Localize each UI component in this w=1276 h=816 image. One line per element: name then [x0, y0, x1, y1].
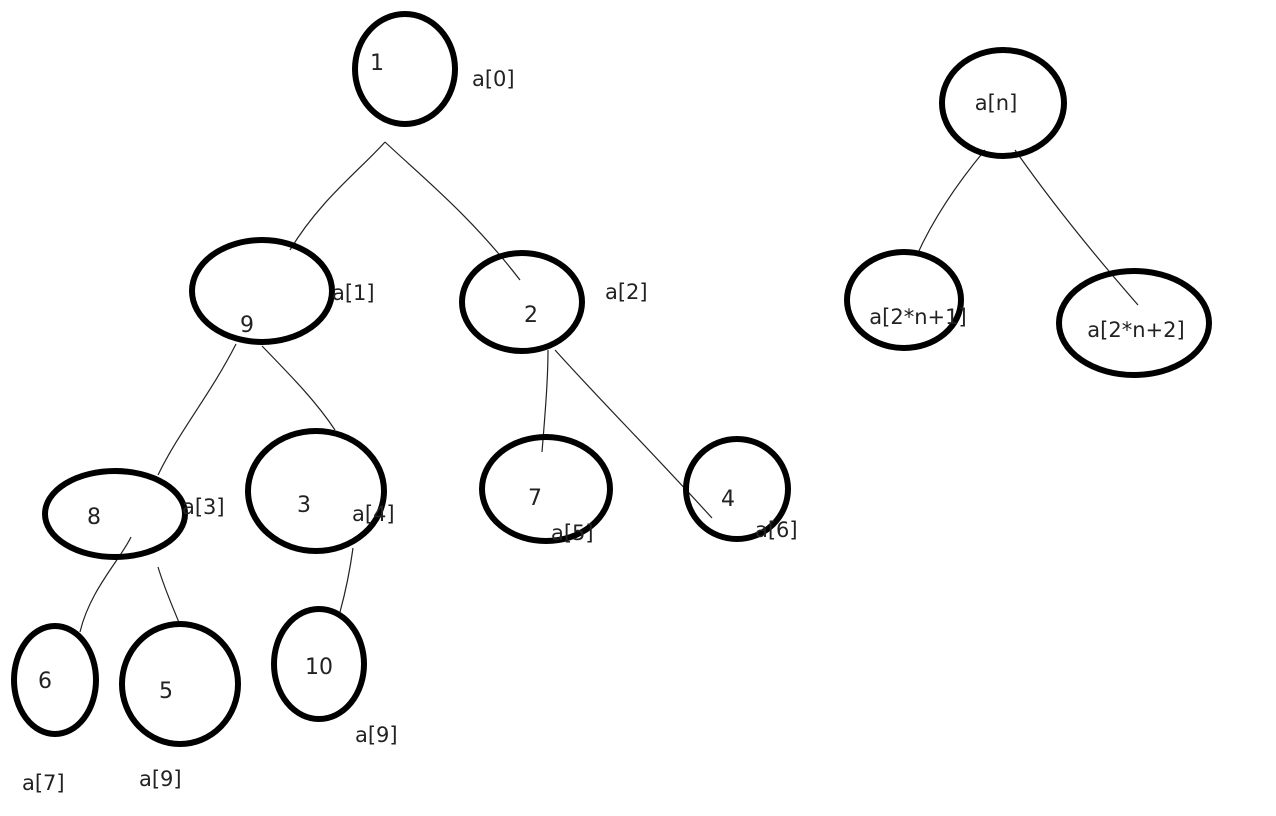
node-index-label: a[9] [139, 767, 182, 791]
node-value: 1 [370, 51, 384, 76]
node-value: 7 [528, 486, 542, 511]
node-circle [939, 47, 1067, 159]
legend-parent-label: a[n] [975, 91, 1018, 115]
tree-node: 2 a[2] [459, 250, 648, 354]
tree-node: 10 a[9] [271, 606, 398, 747]
node-index-label: a[4] [352, 502, 395, 526]
tree-node: 4 a[6] [683, 436, 798, 542]
legend-right-child-node: a[2*n+2] [1056, 268, 1212, 378]
edge-n1-n4 [261, 345, 336, 431]
edge-n4-n9 [339, 547, 354, 613]
node-value: 8 [87, 505, 101, 530]
node-index-label: a[7] [22, 771, 65, 795]
tree-node: 1 a[0] [352, 11, 515, 127]
node-index-label: a[1] [332, 281, 375, 305]
node-circle [245, 428, 387, 554]
tree-node: 9 a[1] [189, 237, 375, 345]
legend-edges [916, 149, 1139, 306]
node-circle [352, 11, 458, 127]
node-circle [11, 623, 99, 737]
edge-n3-n7 [79, 536, 132, 633]
legend-edge-right [1014, 149, 1139, 306]
node-index-label: a[6] [755, 518, 798, 542]
node-index-label: a[0] [472, 67, 515, 91]
edge-n3-n8 [157, 566, 181, 626]
node-circle [1056, 268, 1212, 378]
legend-right-child-label: a[2*n+2] [1087, 318, 1184, 342]
tree-node: 5 a[9] [119, 621, 241, 791]
edge-n1-n3 [157, 343, 237, 476]
legend-parent-node: a[n] [939, 47, 1067, 159]
node-circle [42, 468, 188, 560]
node-circle [459, 250, 585, 354]
node-index-label: a[2] [605, 280, 648, 304]
index-formula-legend: a[n] a[2*n+1] a[2*n+2] [844, 47, 1212, 378]
node-index-label: a[5] [551, 521, 594, 545]
legend-left-child-node: a[2*n+1] [844, 249, 967, 351]
node-circle [271, 606, 367, 722]
edge-n2-n5 [541, 349, 549, 453]
node-value: 6 [38, 669, 52, 694]
node-circle [683, 436, 791, 542]
node-circle [479, 434, 613, 544]
legend-edge-left [916, 149, 986, 256]
edge-n2-n6 [554, 349, 713, 519]
node-value: 4 [721, 487, 735, 512]
node-value: 3 [297, 493, 311, 518]
node-index-label: a[3] [182, 495, 225, 519]
node-value: 2 [524, 303, 538, 328]
tree-node: 3 a[4] [245, 428, 395, 554]
node-index-label: a[9] [355, 723, 398, 747]
node-value: 5 [159, 679, 173, 704]
node-circle [189, 237, 335, 345]
node-circle [119, 621, 241, 747]
tree-nodes: 1 a[0] 9 a[1] 2 a[2] 8 a[3] 3 a[4] 7 a[5… [11, 11, 798, 795]
node-value: 10 [305, 655, 333, 680]
edge-n0-n1 [289, 141, 386, 251]
node-value: 9 [240, 313, 254, 338]
tree-node: 7 a[5] [479, 434, 613, 545]
tree-edges [79, 141, 713, 633]
node-circle [844, 249, 964, 351]
tree-node: 8 a[3] [42, 468, 225, 560]
legend-left-child-label: a[2*n+1] [869, 305, 966, 329]
tree-node: 6 a[7] [11, 623, 99, 795]
